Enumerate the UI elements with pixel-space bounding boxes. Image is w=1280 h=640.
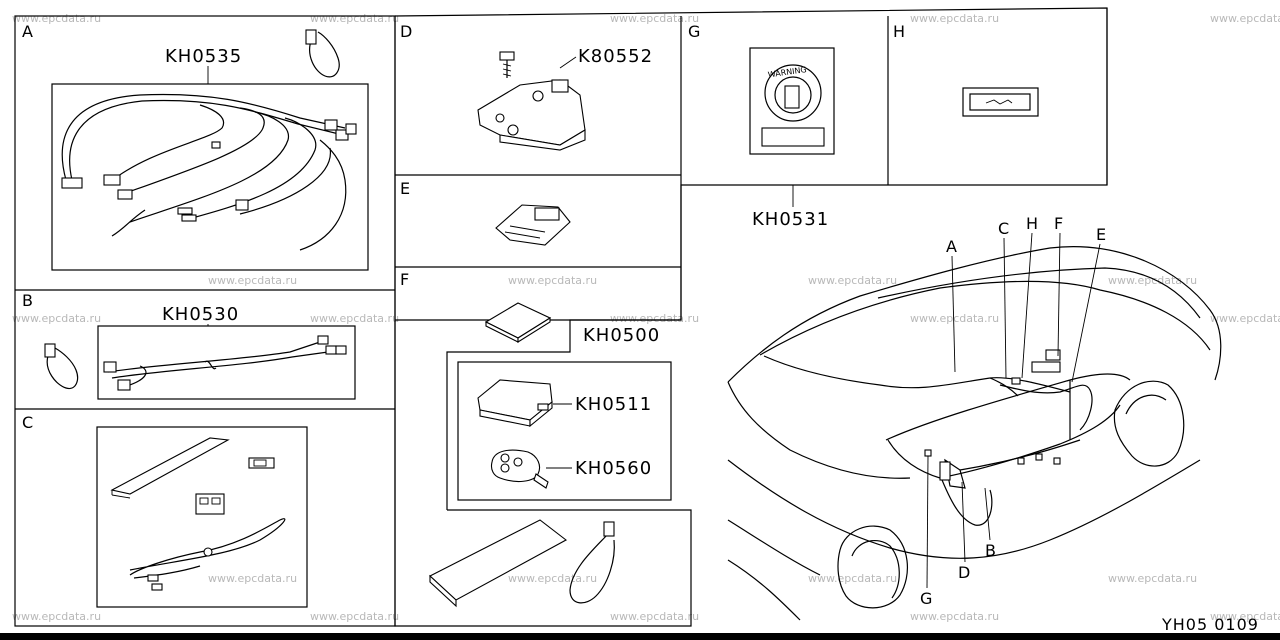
watermark: www.epcdata.ru bbox=[1108, 572, 1197, 585]
kh0511-part-number: KH0511 bbox=[575, 394, 652, 415]
car-label-g: G bbox=[920, 589, 932, 608]
watermark: www.epcdata.ru bbox=[808, 274, 897, 287]
watermark: www.epcdata.ru bbox=[1108, 274, 1197, 287]
watermark: www.epcdata.ru bbox=[12, 12, 101, 25]
wire-harness-illustration bbox=[103, 335, 347, 391]
harness-a-box bbox=[51, 83, 369, 271]
watermark: www.epcdata.ru bbox=[310, 610, 399, 623]
bottom-border-bar bbox=[0, 633, 1280, 640]
warning-text: WARNING bbox=[767, 65, 807, 79]
accessory-c-box bbox=[96, 426, 308, 608]
panel-c-label: C bbox=[22, 413, 33, 432]
bracket-icon bbox=[495, 204, 571, 246]
kh0531-callout: KH0531 bbox=[752, 185, 829, 230]
kh0531-part-number: KH0531 bbox=[752, 209, 829, 230]
car-label-a: A bbox=[946, 237, 957, 256]
h-label-sticker-icon bbox=[962, 87, 1039, 117]
panel-a: A KH0535 bbox=[22, 22, 369, 271]
vehicle-illustration bbox=[727, 246, 1222, 621]
watermark: www.epcdata.ru bbox=[508, 274, 597, 287]
kh0500-box bbox=[457, 361, 672, 501]
panel-d: D K80552 bbox=[400, 22, 653, 151]
watermark: www.epcdata.ru bbox=[808, 572, 897, 585]
panel-b: B KH0530 bbox=[22, 291, 356, 400]
watermark: www.epcdata.ru bbox=[1210, 12, 1280, 25]
watermark: www.epcdata.ru bbox=[610, 312, 699, 325]
watermark: www.epcdata.ru bbox=[508, 572, 597, 585]
panel-e-label: E bbox=[400, 179, 410, 198]
car-label-h: H bbox=[1026, 214, 1038, 233]
kh0530-part-number: KH0530 bbox=[162, 304, 239, 325]
kh0560-part-number: KH0560 bbox=[575, 458, 652, 479]
watermark: www.epcdata.ru bbox=[12, 312, 101, 325]
watermark: www.epcdata.ru bbox=[310, 312, 399, 325]
car-label-e: E bbox=[1096, 225, 1106, 244]
panel-f: F KH0500 KH0511 KH0560 bbox=[400, 270, 681, 608]
watermark: www.epcdata.ru bbox=[910, 12, 999, 25]
panel-e: E bbox=[400, 179, 571, 246]
k80552-part-number: K80552 bbox=[578, 46, 653, 67]
harness-b-box bbox=[97, 325, 356, 400]
vehicle-callouts: A C H F E G D B bbox=[920, 214, 1106, 608]
watermark: www.epcdata.ru bbox=[910, 610, 999, 623]
car-label-c: C bbox=[998, 219, 1009, 238]
bolt-icon bbox=[499, 51, 515, 78]
watermark: www.epcdata.ru bbox=[310, 12, 399, 25]
panel-c: C bbox=[22, 413, 308, 608]
car-label-b: B bbox=[985, 541, 996, 560]
figure-code: YH05 0109 bbox=[1161, 615, 1259, 634]
cable-tie-icon bbox=[44, 343, 79, 390]
adhesive-strip-icon bbox=[110, 437, 230, 499]
remote-key-icon bbox=[490, 449, 549, 489]
warning-decal-icon: WARNING bbox=[761, 64, 825, 147]
kh0500-part-number: KH0500 bbox=[583, 325, 660, 346]
connector-icon bbox=[195, 493, 225, 515]
panel-f-label: F bbox=[400, 270, 409, 289]
foam-sheet-icon bbox=[429, 519, 568, 608]
watermark: www.epcdata.ru bbox=[12, 610, 101, 623]
pad-icon bbox=[484, 302, 552, 343]
door-lock-actuator-icon bbox=[477, 79, 586, 151]
watermark: www.epcdata.ru bbox=[208, 572, 297, 585]
panel-frames bbox=[14, 7, 1108, 627]
panel-h: H bbox=[893, 22, 1039, 117]
panel-g: G WARNING bbox=[688, 22, 835, 155]
wire-lead-icon bbox=[129, 518, 286, 591]
panel-h-label: H bbox=[893, 22, 905, 41]
kh0535-part-number: KH0535 bbox=[165, 46, 242, 67]
control-unit-icon bbox=[477, 379, 553, 428]
panel-b-label: B bbox=[22, 291, 33, 310]
wire-harness-illustration bbox=[61, 93, 357, 251]
watermark: www.epcdata.ru bbox=[208, 274, 297, 287]
panel-g-label: G bbox=[688, 22, 700, 41]
small-sticker-icon bbox=[248, 457, 275, 469]
cable-tie-icon bbox=[569, 521, 615, 604]
watermark: www.epcdata.ru bbox=[1210, 312, 1280, 325]
car-label-d: D bbox=[958, 563, 970, 582]
car-label-f: F bbox=[1054, 214, 1063, 233]
watermark: www.epcdata.ru bbox=[910, 312, 999, 325]
panel-a-label: A bbox=[22, 22, 33, 41]
panel-d-label: D bbox=[400, 22, 412, 41]
watermark-layer: www.epcdata.ru www.epcdata.ru www.epcdat… bbox=[12, 12, 1280, 623]
watermark: www.epcdata.ru bbox=[610, 610, 699, 623]
cable-tie-icon bbox=[305, 29, 340, 78]
watermark: www.epcdata.ru bbox=[1210, 610, 1280, 623]
watermark: www.epcdata.ru bbox=[610, 12, 699, 25]
warning-label-card bbox=[749, 47, 835, 155]
